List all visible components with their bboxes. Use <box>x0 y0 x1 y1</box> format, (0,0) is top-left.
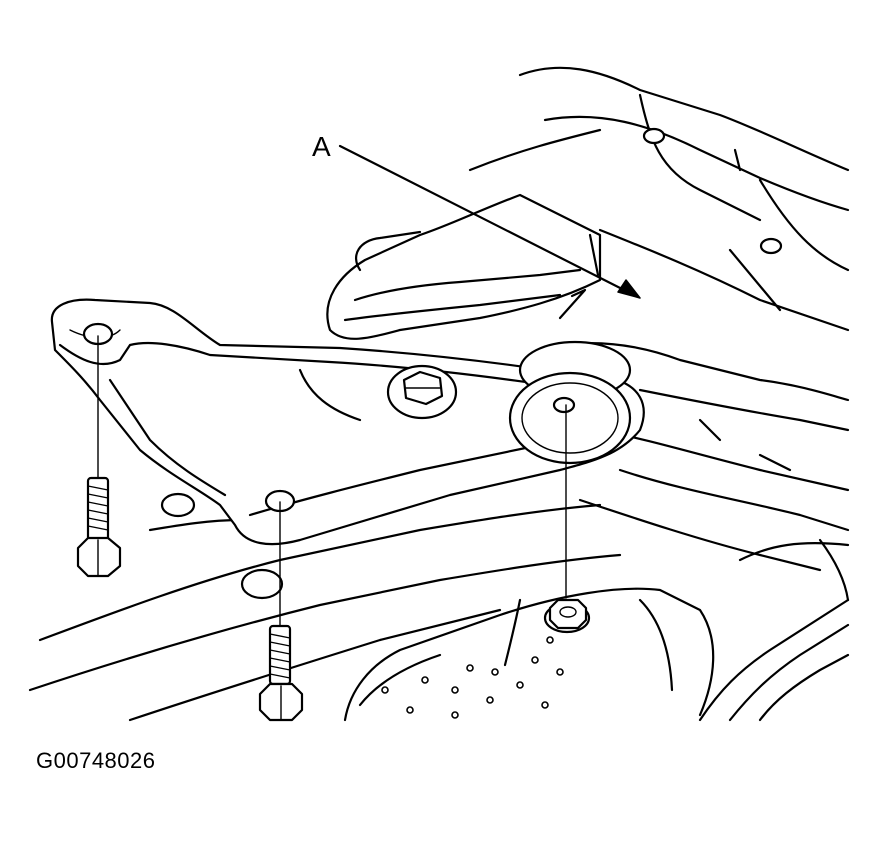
fastener-guide-lines <box>97 335 567 629</box>
bolt-left <box>76 476 122 578</box>
callout-label-a: A <box>312 131 331 162</box>
callout-a: A <box>312 131 641 299</box>
figure-id: G00748026 <box>36 748 156 773</box>
mount-bracket <box>50 298 645 546</box>
flange-nut <box>543 598 591 634</box>
bolt-center <box>258 624 304 722</box>
